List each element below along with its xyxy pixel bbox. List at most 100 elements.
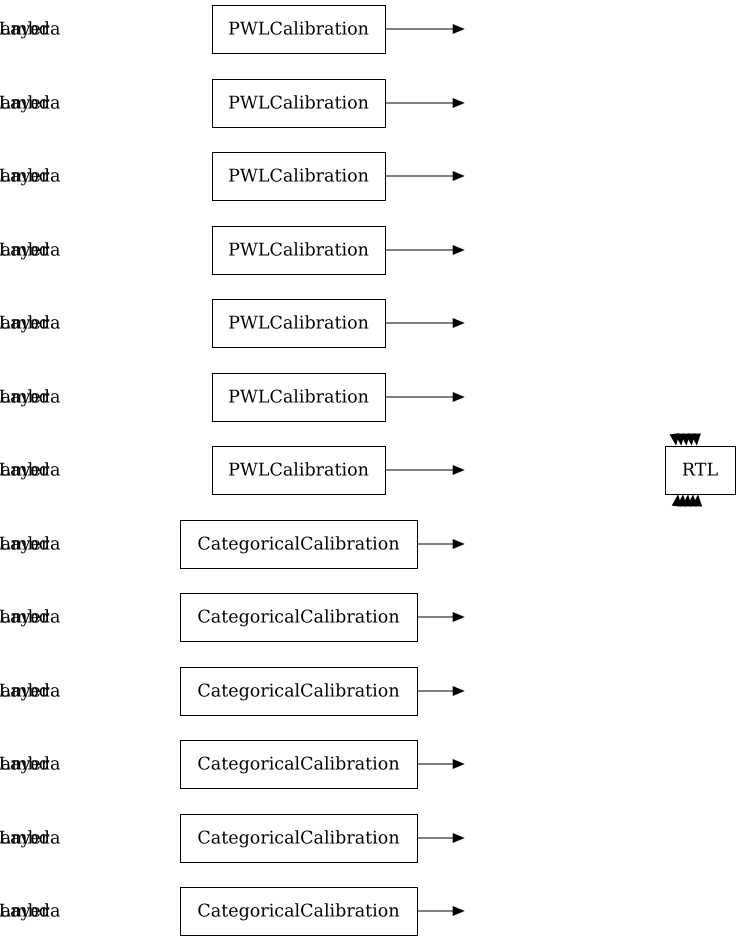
node-input-4[interactable]: InputLayer: [0, 241, 50, 261]
node-label-lambda-3: TFOpLambda: [0, 167, 60, 187]
node-input-8[interactable]: InputLayer: [0, 535, 50, 555]
edge-calibration-to-lambda-4: [386, 244, 465, 256]
node-label-calib-8: CategoricalCalibration: [197, 535, 399, 555]
node-lambda-6[interactable]: TFOpLambda: [0, 388, 60, 408]
edge-calibration-to-lambda-13-arrowhead: [452, 905, 465, 917]
node-calib-7[interactable]: PWLCalibration: [212, 446, 386, 495]
node-input-3[interactable]: InputLayer: [0, 167, 50, 187]
edge-calibration-to-lambda-10: [418, 685, 465, 697]
edge-lambda-to-rtl-13-arrowhead: [671, 494, 682, 507]
node-lambda-1[interactable]: TFOpLambda: [0, 20, 60, 40]
node-box-calib-2: [212, 79, 386, 128]
edge-calibration-to-lambda-6: [386, 391, 465, 403]
node-box-calib-8: [180, 520, 418, 569]
edge-layer: [179, 23, 703, 917]
node-calib-13[interactable]: CategoricalCalibration: [180, 887, 418, 936]
edge-calibration-to-lambda-1-arrowhead: [452, 23, 465, 35]
node-lambda-12[interactable]: TFOpLambda: [0, 829, 60, 849]
node-layer: InputLayerPWLCalibrationTFOpLambdaInputL…: [0, 5, 736, 936]
node-label-lambda-8: TFOpLambda: [0, 535, 60, 555]
node-calib-4[interactable]: PWLCalibration: [212, 226, 386, 275]
node-lambda-11[interactable]: TFOpLambda: [0, 755, 60, 775]
edge-calibration-to-lambda-10-arrowhead: [452, 685, 465, 697]
node-label-lambda-5: TFOpLambda: [0, 314, 60, 334]
node-label-lambda-7: TFOpLambda: [0, 461, 60, 481]
edge-calibration-to-lambda-7-arrowhead: [452, 464, 465, 476]
edge-calibration-to-lambda-12-arrowhead: [452, 832, 465, 844]
edge-calibration-to-lambda-5-arrowhead: [452, 317, 465, 329]
edge-calibration-to-lambda-2-arrowhead: [452, 97, 465, 109]
node-label-calib-10: CategoricalCalibration: [197, 682, 399, 702]
node-box-calib-9: [180, 593, 418, 642]
node-calib-8[interactable]: CategoricalCalibration: [180, 520, 418, 569]
edge-lambda-to-rtl-5-arrowhead: [690, 433, 701, 446]
edge-lambda-to-rtl-13: [671, 494, 682, 507]
node-calib-6[interactable]: PWLCalibration: [212, 373, 386, 422]
node-input-6[interactable]: InputLayer: [0, 388, 50, 408]
node-calib-10[interactable]: CategoricalCalibration: [180, 667, 418, 716]
edge-calibration-to-lambda-4-arrowhead: [452, 244, 465, 256]
node-label-lambda-10: TFOpLambda: [0, 682, 60, 702]
node-box-calib-7: [212, 446, 386, 495]
node-label-lambda-11: TFOpLambda: [0, 755, 60, 775]
node-input-11[interactable]: InputLayer: [0, 755, 50, 775]
edge-calibration-to-lambda-8: [418, 538, 465, 550]
node-calib-5[interactable]: PWLCalibration: [212, 299, 386, 348]
node-label-lambda-6: TFOpLambda: [0, 388, 60, 408]
node-lambda-4[interactable]: TFOpLambda: [0, 241, 60, 261]
node-label-lambda-1: TFOpLambda: [0, 20, 60, 40]
node-input-12[interactable]: InputLayer: [0, 829, 50, 849]
node-label-input-10: InputLayer: [0, 682, 50, 702]
node-label-input-12: InputLayer: [0, 829, 50, 849]
node-lambda-9[interactable]: TFOpLambda: [0, 608, 60, 628]
edge-calibration-to-lambda-9: [418, 611, 465, 623]
node-input-10[interactable]: InputLayer: [0, 682, 50, 702]
node-label-calib-6: PWLCalibration: [228, 388, 369, 408]
node-input-5[interactable]: InputLayer: [0, 314, 50, 334]
node-lambda-10[interactable]: TFOpLambda: [0, 682, 60, 702]
node-label-input-11: InputLayer: [0, 755, 50, 775]
edge-calibration-to-lambda-6-arrowhead: [452, 391, 465, 403]
node-label-input-8: InputLayer: [0, 535, 50, 555]
node-input-1[interactable]: InputLayer: [0, 20, 50, 40]
node-box-calib-12: [180, 814, 418, 863]
node-lambda-5[interactable]: TFOpLambda: [0, 314, 60, 334]
node-calib-3[interactable]: PWLCalibration: [212, 152, 386, 201]
node-calib-1[interactable]: PWLCalibration: [212, 5, 386, 54]
node-input-9[interactable]: InputLayer: [0, 608, 50, 628]
node-box-calib-6: [212, 373, 386, 422]
node-input-13[interactable]: InputLayer: [0, 902, 50, 922]
edge-calibration-to-lambda-5: [386, 317, 465, 329]
node-label-calib-4: PWLCalibration: [228, 241, 369, 261]
node-label-input-13: InputLayer: [0, 902, 50, 922]
node-calib-9[interactable]: CategoricalCalibration: [180, 593, 418, 642]
node-lambda-13[interactable]: TFOpLambda: [0, 902, 60, 922]
node-lambda-7[interactable]: TFOpLambda: [0, 461, 60, 481]
edge-calibration-to-lambda-8-arrowhead: [452, 538, 465, 550]
node-input-2[interactable]: InputLayer: [0, 94, 50, 114]
edge-lambda-to-rtl-5: [690, 433, 701, 446]
node-lambda-8[interactable]: TFOpLambda: [0, 535, 60, 555]
node-calib-11[interactable]: CategoricalCalibration: [180, 740, 418, 789]
node-label-calib-3: PWLCalibration: [228, 167, 369, 187]
node-label-input-4: InputLayer: [0, 241, 50, 261]
node-label-calib-9: CategoricalCalibration: [197, 608, 399, 628]
node-input-7[interactable]: InputLayer: [0, 461, 50, 481]
node-label-calib-7: PWLCalibration: [228, 461, 369, 481]
node-box-calib-13: [180, 887, 418, 936]
node-box-calib-10: [180, 667, 418, 716]
node-label-calib-13: CategoricalCalibration: [197, 902, 399, 922]
node-lambda-2[interactable]: TFOpLambda: [0, 94, 60, 114]
node-label-lambda-12: TFOpLambda: [0, 829, 60, 849]
node-label-calib-12: CategoricalCalibration: [197, 829, 399, 849]
node-rtl[interactable]: RTL: [665, 446, 736, 495]
node-calib-12[interactable]: CategoricalCalibration: [180, 814, 418, 863]
edge-calibration-to-lambda-12: [418, 832, 465, 844]
node-lambda-3[interactable]: TFOpLambda: [0, 167, 60, 187]
node-box-calib-5: [212, 299, 386, 348]
edge-calibration-to-lambda-11-arrowhead: [452, 758, 465, 770]
node-label-lambda-4: TFOpLambda: [0, 241, 60, 261]
node-calib-2[interactable]: PWLCalibration: [212, 79, 386, 128]
node-box-calib-1: [212, 5, 386, 54]
